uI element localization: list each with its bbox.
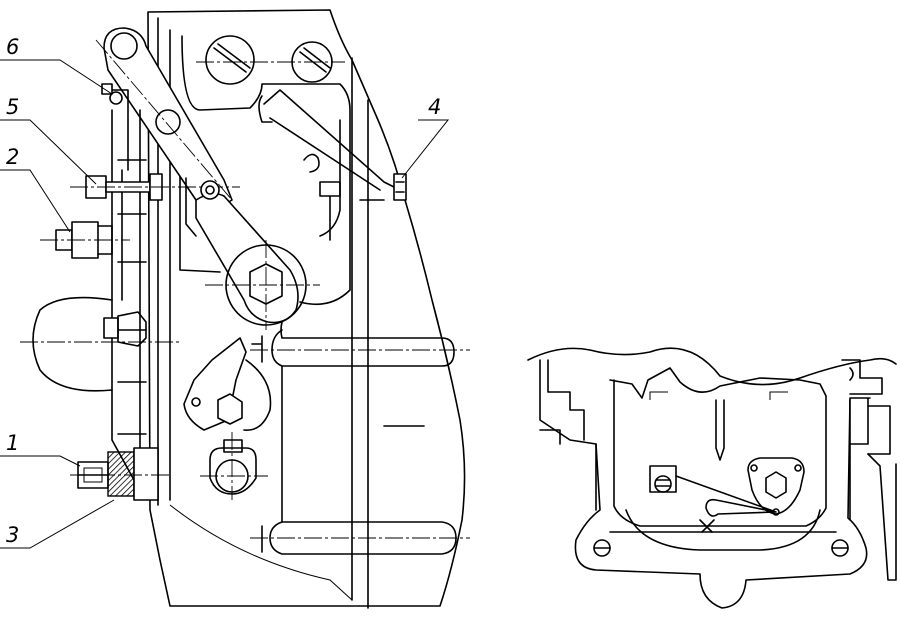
gasket-3 [107,447,159,501]
lower-clamp [200,432,268,500]
bottom-screw-left [593,539,611,557]
callout-2: 2 [6,145,19,169]
callout-5: 5 [6,95,19,119]
wire-spring [675,475,777,517]
inner-cavity [181,35,351,306]
top-pin [101,83,123,105]
callout-1: 1 [6,431,19,455]
center-spline [715,399,725,461]
housing-lower-lip [169,504,353,601]
bulge-screw [103,311,147,347]
small-plug [649,465,677,493]
return-spring [258,89,401,191]
callout-6: 6 [6,35,19,59]
bottom-housing-inner [609,367,827,527]
break-line [527,347,897,386]
port-lower [269,521,457,555]
housing-outline [147,9,466,607]
left-rib-wall [103,89,141,481]
right-view [527,347,897,609]
bolt-2 [40,221,130,259]
central-hex-nut [205,240,320,330]
housing-right-wall [351,57,369,609]
pivot-roller [185,177,220,237]
spring-clip-4 [393,173,407,201]
lever-arm [95,27,233,217]
port-middle [271,321,455,367]
leader-lines [0,59,450,549]
left-view [20,9,470,609]
top-plug-left [205,35,255,85]
callout-4: 4 [428,95,441,119]
bottom-screw-right [831,539,849,557]
bottom-housing-outer [539,359,871,609]
adjusting-arm [195,192,299,324]
right-flange [841,359,897,581]
rib-ticks [117,159,147,435]
spring-bracket [319,181,385,241]
callout-3: 3 [6,523,19,547]
callout-labels: 6 5 2 1 3 4 [6,35,441,547]
lower-lever [183,337,272,431]
side-bulge [32,296,113,392]
